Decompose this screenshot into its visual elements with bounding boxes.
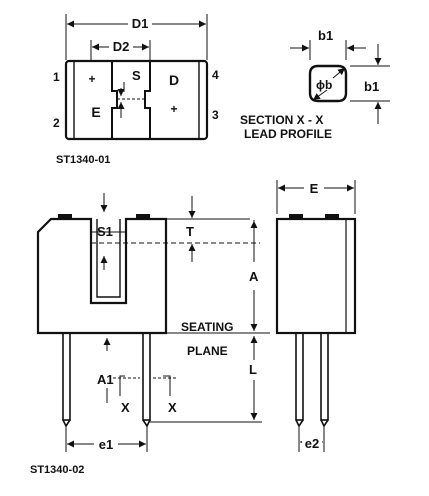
side-view: S1 T A SEATING PLANE L A1 X X xyxy=(30,193,270,476)
end-lead-left xyxy=(295,332,304,421)
l-label: L xyxy=(249,362,257,377)
e-label: E xyxy=(91,104,100,120)
a-label: A xyxy=(249,269,259,284)
side-part-number: ST1340-02 xyxy=(30,464,84,476)
x-left-label: X xyxy=(121,400,130,415)
lead-section-outline xyxy=(308,64,348,103)
lead-left xyxy=(62,332,71,421)
b1-side-label: b1 xyxy=(364,79,379,94)
section-title-line2: LEAD PROFILE xyxy=(244,127,332,141)
pin-4-label: 4 xyxy=(212,68,219,82)
top-view: D1 D2 S + E D + 1 2 4 3 ST1340-01 xyxy=(53,14,219,166)
section-title-line1: SECTION X - X xyxy=(240,113,323,127)
pin-1-label: 1 xyxy=(53,70,60,84)
seating-label-line1: SEATING xyxy=(181,320,233,334)
s1-label: S1 xyxy=(97,224,113,239)
x-right-label: X xyxy=(168,400,177,415)
t-label: T xyxy=(186,224,194,239)
lead-right xyxy=(142,332,151,421)
top-slot-outline xyxy=(111,62,151,138)
end-view: E e2 xyxy=(275,179,357,452)
pin-2-label: 2 xyxy=(53,116,60,130)
phi-b-label: ϕb xyxy=(316,78,332,92)
end-body-outline xyxy=(275,217,357,335)
d-label: D xyxy=(169,72,179,88)
e2-label: e2 xyxy=(305,436,319,451)
seating-label-line2: PLANE xyxy=(187,344,228,358)
b1-top-label: b1 xyxy=(318,28,333,43)
e-width-label: E xyxy=(310,181,319,196)
pin-3-label: 3 xyxy=(212,108,219,122)
e1-label: e1 xyxy=(99,437,113,452)
end-lead-right xyxy=(320,332,329,421)
lead-profile: b1 b1 ϕb SECTION X - X LEAD PROFILE xyxy=(240,28,390,141)
top-part-number: ST1340-01 xyxy=(56,154,110,166)
d2-label: D2 xyxy=(113,39,130,54)
plus-right-label: + xyxy=(170,102,177,116)
d1-label: D1 xyxy=(132,16,149,31)
top-body-outline xyxy=(64,59,209,141)
s-label: S xyxy=(132,68,141,83)
plus-left-label: + xyxy=(88,72,95,86)
a1-label: A1 xyxy=(97,372,114,387)
